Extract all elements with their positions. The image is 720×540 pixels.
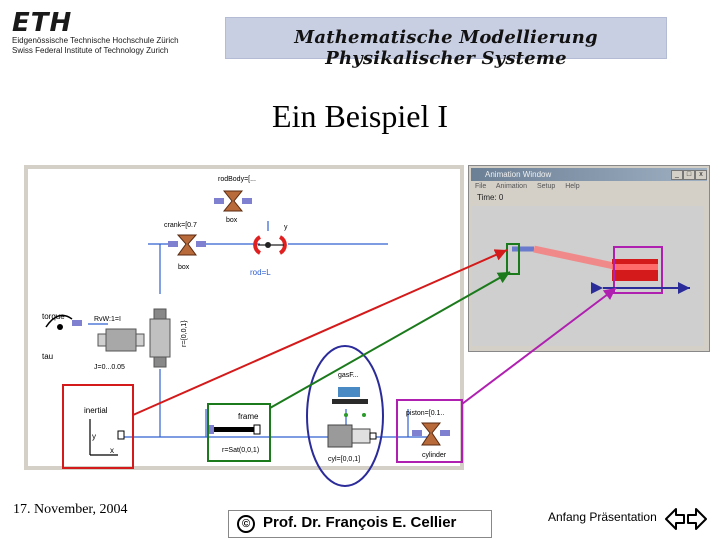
y-axis-label: y (284, 224, 288, 231)
inertial-highlight-box (62, 384, 134, 469)
piston-label: piston=[0.1.. (406, 410, 444, 417)
frame-label: frame (238, 412, 259, 421)
inertial-x-label: x (110, 446, 114, 455)
footer-date: 17. November, 2004 (13, 502, 128, 517)
tau-label: tau (42, 352, 53, 361)
cylinder-pointer-arrow (461, 287, 617, 405)
revolute-axis-label: r={0,0,1} (181, 320, 188, 347)
connecting-rod-shape (533, 245, 615, 270)
animation-viewport[interactable] (472, 206, 704, 346)
menu-animation[interactable]: Animation (495, 183, 527, 190)
author-name: Prof. Dr. François E. Cellier (263, 514, 457, 531)
cyl-label: cyl=[0,0,1] (328, 456, 360, 463)
inertial-pointer-arrow (132, 249, 508, 416)
gas-component[interactable] (327, 387, 377, 448)
minimize-button[interactable]: _ (671, 170, 683, 180)
animation-menu-bar: File Animation Setup Help (475, 182, 588, 192)
model-diagram-canvas: rodBody=[... box y crank=[0.7 box rod=L (28, 169, 460, 466)
inertial-y-label: y (92, 432, 96, 441)
rod-label: rod=L (250, 268, 271, 277)
cylinder-component[interactable] (412, 422, 450, 446)
slide-title: Ein Beispiel I (272, 98, 448, 134)
maximize-button[interactable]: □ (683, 170, 695, 180)
inertia-component[interactable] (97, 328, 145, 352)
torque-component[interactable] (45, 314, 82, 330)
cylinder-label: cylinder (422, 452, 447, 459)
inertial-component[interactable] (89, 419, 125, 456)
course-title: Mathematische Modellierung Physikalische… (294, 27, 598, 69)
animation-window[interactable]: Animation Window _ □ x File Animation Se… (468, 165, 710, 352)
frame-target-marker (506, 243, 520, 275)
piston-target-marker (613, 246, 663, 294)
model-diagram-panel: rodBody=[... box y crank=[0.7 box rod=L (24, 165, 464, 470)
cylinder-highlight-box (396, 399, 463, 463)
frame-param-label: r=Sat(0,0,1) (222, 447, 259, 454)
animation-scene (512, 245, 658, 281)
crank-component[interactable] (168, 234, 206, 256)
piston-highlight (612, 264, 658, 270)
eth-logo: ETH Eidgenössische Technische Hochschule… (12, 10, 212, 62)
frame-highlight-box (207, 403, 271, 462)
eth-logo-line-1: Eidgenössische Technische Hochschule Zür… (12, 36, 179, 45)
animation-time: Time: 0 (477, 193, 504, 202)
close-button[interactable]: x (695, 170, 707, 180)
frame-pointer-arrow (269, 271, 511, 409)
gas-highlight-ellipse (306, 345, 384, 487)
animation-window-titlebar[interactable]: Animation Window _ □ x (471, 168, 707, 181)
rodbody-component[interactable] (214, 190, 252, 212)
eth-logo-mark: ETH (12, 8, 73, 38)
torque-label: torque (42, 312, 65, 321)
joint-component[interactable] (253, 235, 287, 255)
copyright-icon: © (237, 515, 255, 533)
box-mid-label: box (178, 264, 190, 271)
rodbody-label: rodBody=[... (218, 176, 256, 183)
connection-lines (88, 221, 428, 438)
left-right-arrows-icon[interactable] (664, 506, 708, 532)
revolute-label: RvW:1=I (94, 316, 121, 323)
menu-help[interactable]: Help (565, 183, 580, 190)
nav-arrows-svg (665, 508, 707, 530)
start-presentation-link[interactable]: Anfang Präsentation (548, 510, 657, 524)
course-banner: Mathematische Modellierung Physikalische… (225, 17, 667, 69)
eth-logo-line-2: Swiss Federal Institute of Technology Zu… (12, 46, 169, 55)
menu-file[interactable]: File (475, 183, 487, 190)
frame-component[interactable] (208, 424, 261, 435)
gas-label: gasF... (338, 372, 359, 379)
inertial-label: inertial (84, 406, 108, 415)
crank-label: crank=[0.7 (164, 222, 197, 229)
j-label: J=0...0.05 (94, 364, 125, 371)
animation-window-title: Animation Window (485, 170, 552, 179)
model-diagram-svg: rodBody=[... box y crank=[0.7 box rod=L (42, 176, 450, 463)
menu-setup[interactable]: Setup (536, 183, 556, 190)
revolute-component[interactable] (149, 308, 171, 368)
box-top-label: box (226, 217, 238, 224)
footer-author-box: © Prof. Dr. François E. Cellier (228, 510, 492, 538)
